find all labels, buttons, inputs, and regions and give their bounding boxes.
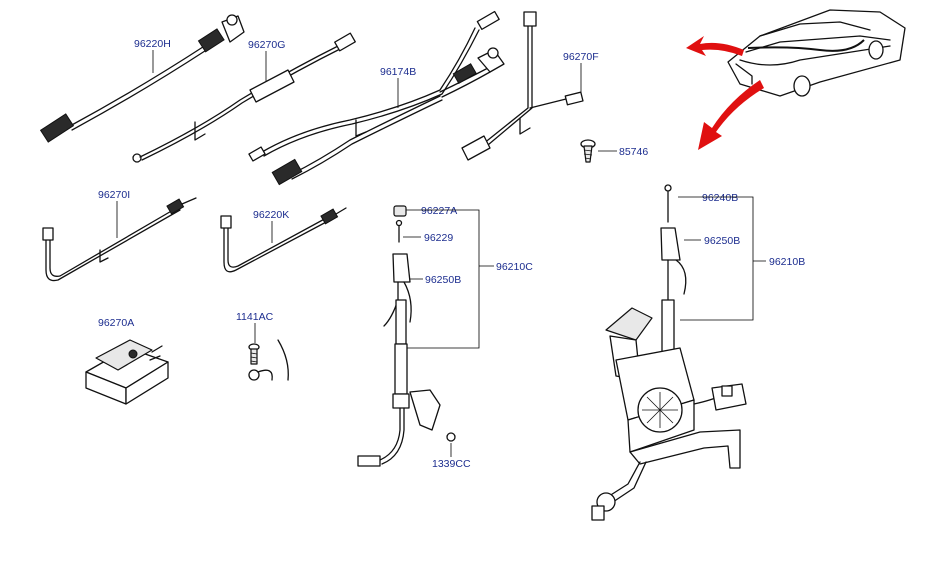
bracket-96210C	[403, 209, 494, 349]
module-96270A	[85, 339, 169, 405]
cable-96270F	[461, 11, 584, 161]
label-1141AC[interactable]: 1141AC	[236, 311, 274, 323]
label-96270I[interactable]: 96270I	[98, 189, 130, 201]
label-96210B[interactable]: 96210B	[769, 256, 805, 268]
label-96270F[interactable]: 96270F	[563, 51, 599, 63]
label-96250B-right[interactable]: 96250B	[704, 235, 740, 247]
label-96174B[interactable]: 96174B	[380, 66, 416, 78]
antenna-assembly-96210B	[591, 184, 747, 521]
red-arrow-lower	[698, 80, 764, 150]
bolt-1141AC	[248, 339, 289, 381]
bracket-96210B	[678, 196, 766, 321]
car-illustration	[727, 9, 906, 97]
label-85746[interactable]: 85746	[619, 146, 648, 158]
label-96229[interactable]: 96229	[424, 232, 453, 244]
label-96250B-left[interactable]: 96250B	[425, 274, 461, 286]
red-arrow-upper	[686, 36, 744, 56]
screw-85746	[580, 139, 596, 163]
label-96220K[interactable]: 96220K	[253, 209, 289, 221]
label-96227A[interactable]: 96227A	[421, 205, 457, 217]
label-96210C[interactable]: 96210C	[496, 261, 533, 273]
label-96220H[interactable]: 96220H	[134, 38, 171, 50]
label-96270A[interactable]: 96270A	[98, 317, 134, 329]
cable-96220K	[220, 207, 347, 273]
cable-96270G	[132, 32, 356, 163]
label-1339CC[interactable]: 1339CC	[432, 458, 471, 470]
antenna-assembly-96210C	[357, 205, 456, 467]
cable-96270I	[42, 197, 197, 282]
leader-lines	[116, 50, 766, 457]
location-arrows	[686, 36, 764, 150]
label-96270G[interactable]: 96270G	[248, 39, 285, 51]
cable-96220H	[39, 14, 245, 143]
cable-96174B	[248, 10, 505, 186]
label-96240B[interactable]: 96240B	[702, 192, 738, 204]
part-labels: 96220H 96270G 96174B 96270F 85746 96270I…	[98, 38, 805, 470]
